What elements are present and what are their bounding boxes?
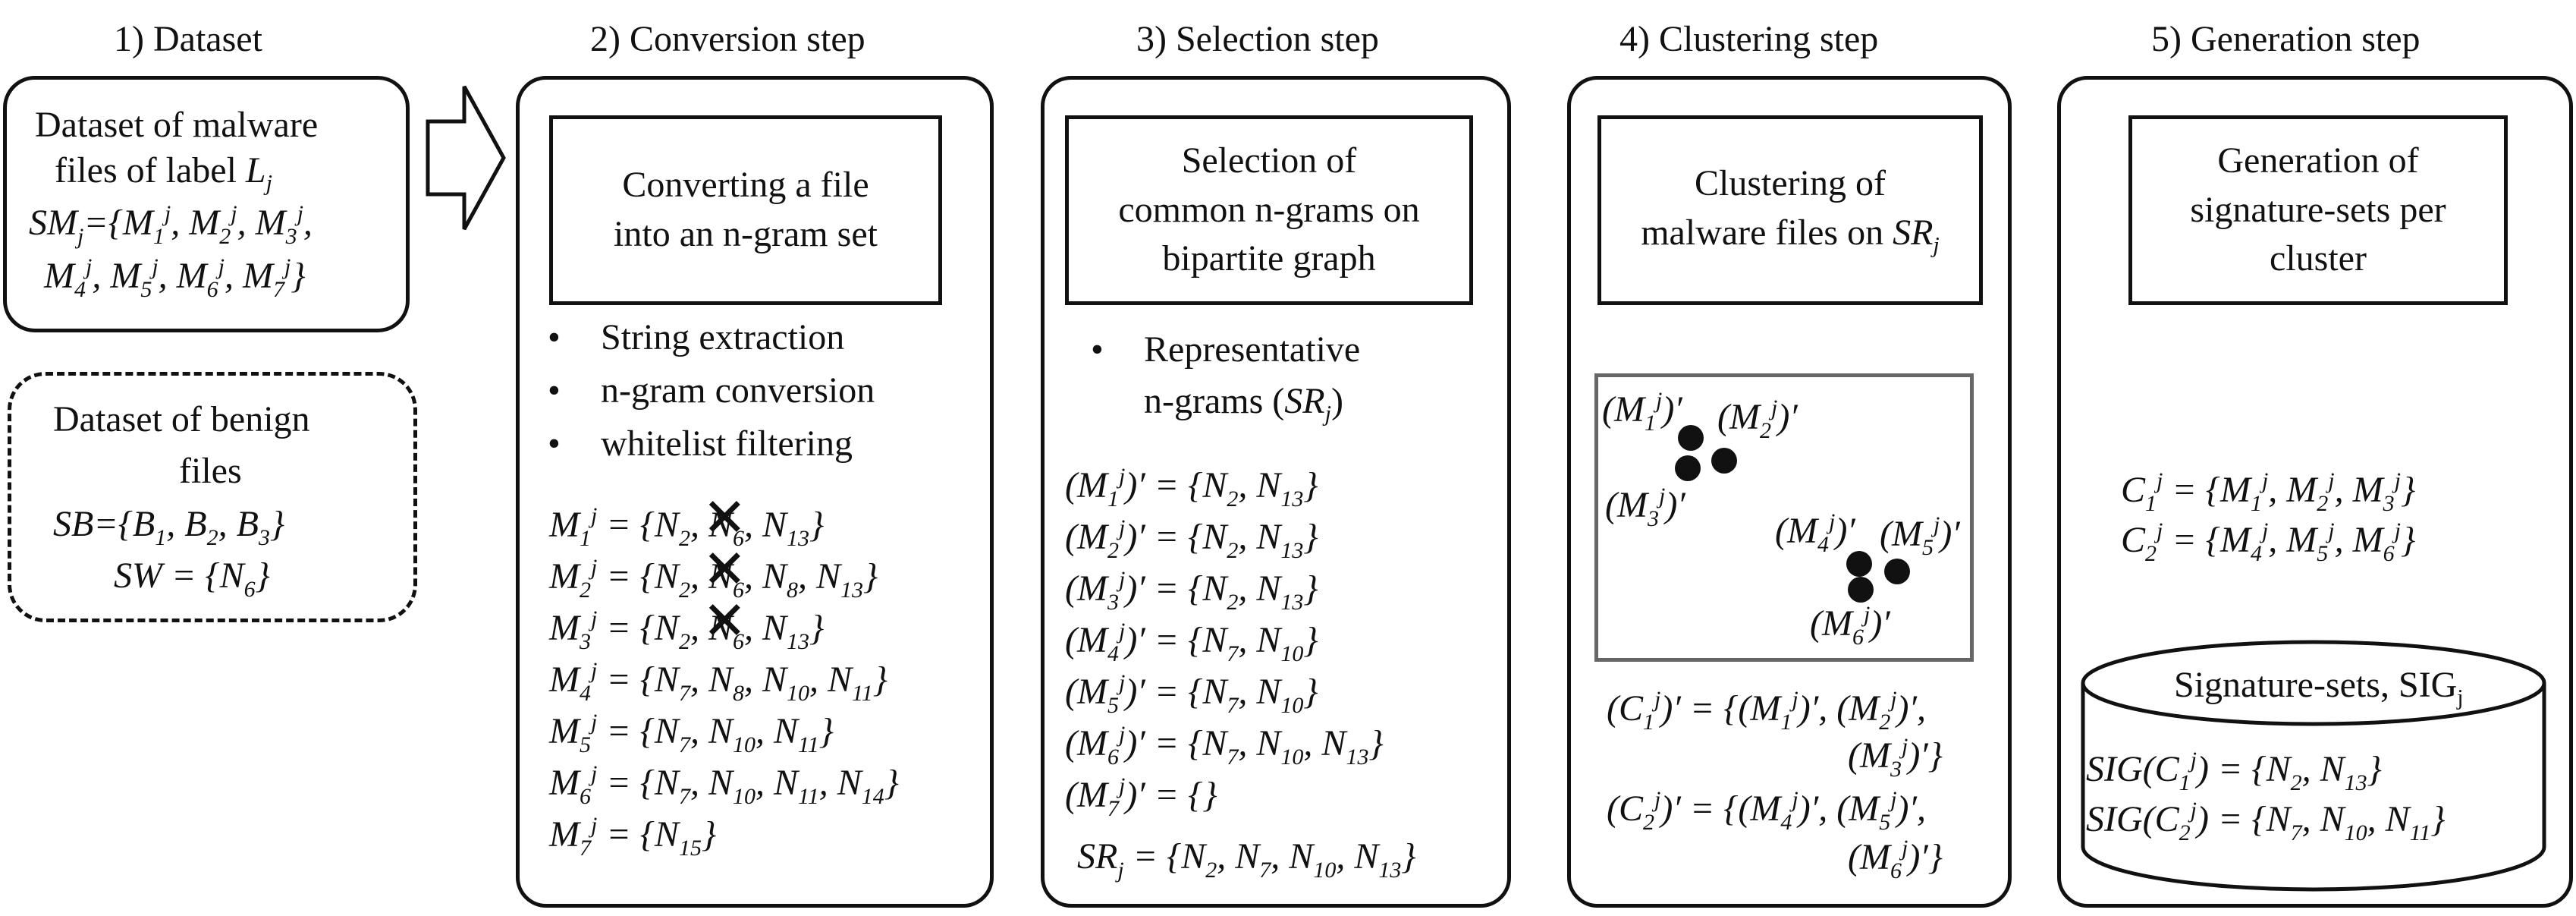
generation-box: Generation of signature-sets per cluster <box>2128 115 2508 305</box>
selection-box-line-1: Selection of <box>1181 140 1357 181</box>
step-1-heading: 1) Dataset <box>114 19 262 59</box>
sr-set: SRj = {N2, N7, N10, N13} <box>1077 836 1416 883</box>
sw-set: SW = {N6} <box>114 556 270 602</box>
label-m3: (M3j)′ <box>1605 483 1685 531</box>
malware-dataset-box <box>3 76 410 332</box>
clustering-box-line-2: malware files on SRj <box>1641 212 1940 258</box>
cluster-c1-line-1: (C1j)′ = {(M1j)′, (M2j)′, <box>1607 687 1927 735</box>
label-m4: (M4j)′ <box>1775 509 1855 557</box>
m3-prime: (M3j)′ = {N2, N13} <box>1065 567 1318 615</box>
malware-dataset-title-1: Dataset of malware <box>35 105 319 145</box>
m5-prime: (M5j)′ = {N7, N10} <box>1065 670 1318 718</box>
sm-set-line-1: SMj={M1j, M2j, M3j, <box>29 201 313 249</box>
benign-dataset-title-2: files <box>179 451 242 491</box>
generation-box-line-1: Generation of <box>2217 140 2419 181</box>
m2-ngrams: M2j = {N2, N6✕, N8, N13} <box>549 541 878 603</box>
benign-dataset-title-1: Dataset of benign <box>53 399 310 439</box>
conversion-box-line-2: into an n-gram set <box>614 214 878 254</box>
clustering-box: Clustering of malware files on SRj <box>1597 115 1983 305</box>
m7-prime: (M7j)′ = {} <box>1065 773 1217 821</box>
step-4-heading: 4) Clustering step <box>1619 19 1879 59</box>
m4-ngrams: M4j = {N7, N8, N10, N11} <box>549 658 887 706</box>
step-2-heading: 2) Conversion step <box>590 19 865 59</box>
signature-c2: SIG(C2j) = {N7, N10, N11} <box>2086 798 2446 845</box>
conversion-bullet-2: n-gram conversion <box>548 369 875 413</box>
point-m3 <box>1675 455 1701 481</box>
cluster-c1: C1j = {M1j, M2j, M3j} <box>2121 468 2416 516</box>
selection-box-line-2: common n-grams on <box>1118 189 1420 230</box>
m2-prime: (M2j)′ = {N2, N13} <box>1065 515 1318 563</box>
cluster-c1-line-2: (M3j)′} <box>1848 734 1943 782</box>
malware-dataset-title-2: files of label Lj <box>55 150 272 196</box>
point-m1 <box>1678 425 1704 451</box>
signature-c1: SIG(C1j) = {N2, N13} <box>2086 748 2382 795</box>
cross-out-icon: ✕ <box>702 593 747 651</box>
label-m1: (M1j)′ <box>1602 388 1682 436</box>
step-arrow-icon <box>426 85 506 231</box>
selection-bullet-line-2: n-grams (SRj) <box>1144 381 1343 427</box>
label-m5: (M5j)′ <box>1880 512 1960 560</box>
m5-ngrams: M5j = {N7, N10, N11} <box>549 710 834 757</box>
m4-prime: (M4j)′ = {N7, N10} <box>1065 619 1318 666</box>
cross-out-icon: ✕ <box>702 541 747 600</box>
conversion-bullet-1: String extraction <box>548 316 844 360</box>
clustering-box-line-1: Clustering of <box>1695 163 1886 204</box>
m1-prime: (M1j)′ = {N2, N13} <box>1065 464 1318 512</box>
generation-box-line-2: signature-sets per <box>2190 189 2446 230</box>
step-5-heading: 5) Generation step <box>2151 19 2420 59</box>
benign-dataset-box <box>8 372 417 622</box>
step-3-heading: 3) Selection step <box>1136 19 1379 59</box>
generation-box-line-3: cluster <box>2270 238 2367 279</box>
m6-ngrams: M6j = {N7, N10, N11, N14} <box>549 761 899 809</box>
cluster-c2-line-1: (C2j)′ = {(M4j)′, (M5j)′, <box>1607 787 1927 835</box>
sm-set-line-2: M4j, M5j, M6j, M7j} <box>44 254 306 302</box>
m3-ngrams: M3j = {N2, N6✕, N13} <box>549 593 825 655</box>
label-m6: (M6j)′ <box>1810 602 1890 650</box>
sb-set: SB={B1, B2, B3} <box>53 504 285 550</box>
selection-bullet-line-1: Representative <box>1091 328 1360 372</box>
m7-ngrams: M7j = {N15} <box>549 813 717 861</box>
point-m6 <box>1848 577 1874 603</box>
point-m4 <box>1846 551 1872 577</box>
point-m5 <box>1884 559 1910 584</box>
label-m2: (M2j)′ <box>1717 395 1798 443</box>
conversion-box-line-1: Converting a file <box>622 165 869 206</box>
cross-out-icon: ✕ <box>702 489 747 548</box>
selection-box: Selection of common n-grams on bipartite… <box>1065 115 1473 305</box>
conversion-box: Converting a file into an n-gram set <box>549 115 942 305</box>
conversion-bullet-3: whitelist filtering <box>548 422 853 466</box>
point-m2 <box>1711 448 1737 474</box>
database-label: Signature-sets, SIGj <box>2174 665 2464 710</box>
m6-prime: (M6j)′ = {N7, N10, N13} <box>1065 722 1384 770</box>
database-icon <box>2081 640 2546 892</box>
cluster-c2: C2j = {M4j, M5j, M6j} <box>2121 518 2416 566</box>
cluster-plot <box>1594 373 1974 662</box>
cluster-c2-line-2: (M6j)′} <box>1848 836 1943 883</box>
selection-box-line-3: bipartite graph <box>1162 238 1376 279</box>
m1-ngrams: M1j = {N2, N6✕, N13} <box>549 489 825 552</box>
